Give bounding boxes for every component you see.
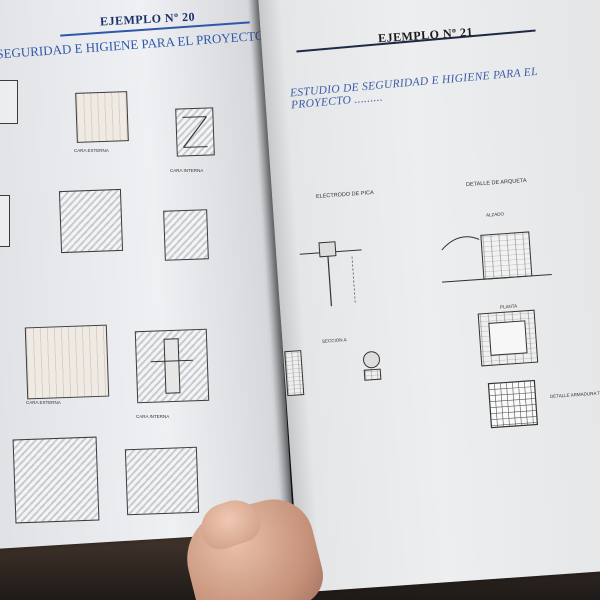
right-drawing-arqueta-planta-svg xyxy=(477,309,539,367)
left-drawing-trench-5 xyxy=(124,446,200,516)
left-drawing-frame-2-svg xyxy=(150,338,193,394)
left-drawing-panel-1 xyxy=(75,91,129,143)
left-drawing-trench-2 xyxy=(0,195,10,247)
right-drawing-arqueta-alzado xyxy=(438,212,563,290)
right-drawing-armadura-tapa-svg xyxy=(487,379,539,429)
left-drawing-trench-1 xyxy=(58,188,124,254)
right-drawing-seccion xyxy=(282,334,396,402)
right-drawing-seccion-svg xyxy=(284,350,382,397)
left-drawing-frame-1-svg xyxy=(182,116,208,148)
left-label-cara-interna-1: CARA INTERNA xyxy=(170,168,204,173)
left-drawing-panel-2 xyxy=(24,324,110,400)
left-drawing-trench-4 xyxy=(12,436,100,524)
right-drawing-electrode-svg xyxy=(299,241,362,307)
left-label-cara-interna-2: CARA INTERNA xyxy=(136,414,170,419)
right-drawing-electrode xyxy=(288,199,375,314)
right-drawing-arqueta-planta xyxy=(476,308,542,370)
left-drawing-top-1 xyxy=(0,80,18,124)
right-drawing-armadura-tapa xyxy=(486,378,541,432)
left-drawing-frame-1 xyxy=(175,107,215,157)
right-drawing-arqueta-alzado-svg xyxy=(441,231,552,283)
left-drawing-trench-3 xyxy=(163,209,209,261)
left-label-cara-externa-1: CARA EXTERNA xyxy=(74,148,109,153)
left-label-cara-externa-2: CARA EXTERNA xyxy=(26,400,61,405)
left-drawing-frame-2 xyxy=(134,328,210,404)
